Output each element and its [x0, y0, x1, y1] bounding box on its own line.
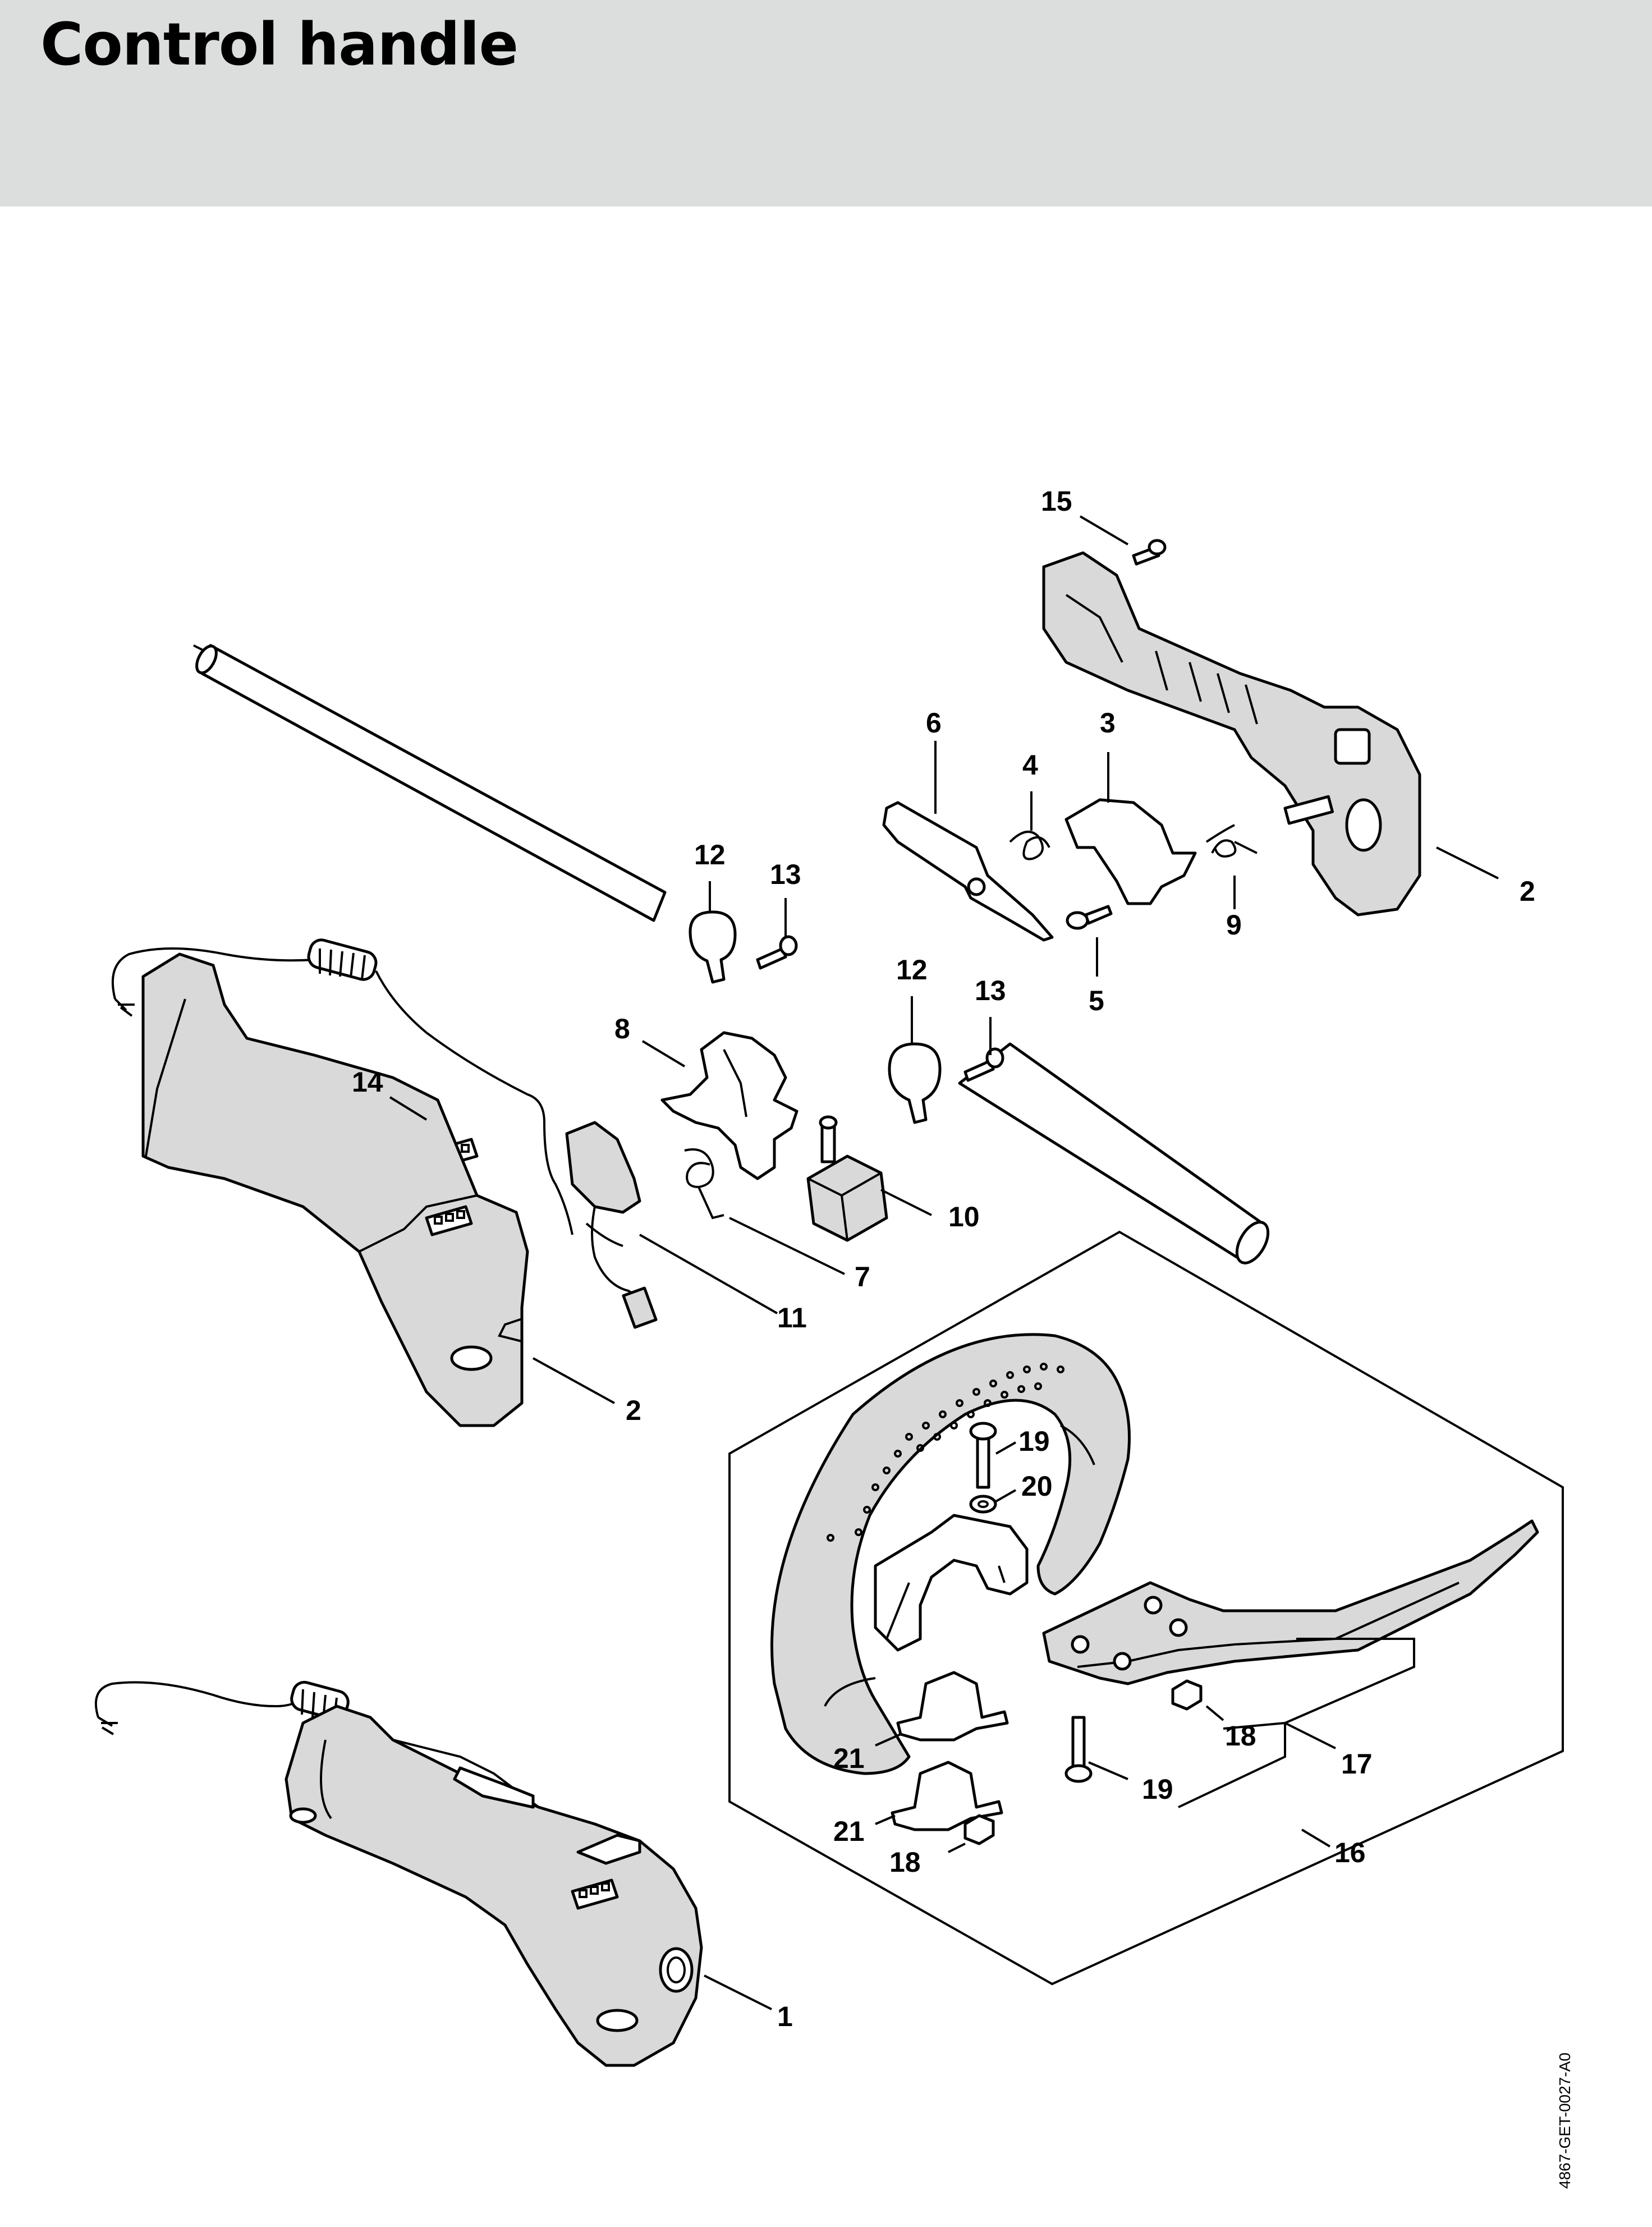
- page-header: Control handle: [0, 0, 1652, 207]
- callout-10: 10: [948, 1201, 980, 1232]
- shaft-tube-part: [193, 644, 667, 922]
- switch-lever-part: [660, 1031, 799, 1180]
- screw-13-upper-part: [756, 935, 798, 970]
- callout-15: 15: [1041, 485, 1072, 517]
- nut-18-lower-part: [963, 1814, 995, 1845]
- washer-20-part: [969, 1495, 997, 1514]
- callout-13-lower: 13: [975, 975, 1006, 1006]
- wiring-harness-part: [111, 938, 658, 1329]
- callout-19-upper: 19: [1018, 1426, 1050, 1457]
- throttle-lever-part: [882, 801, 1054, 942]
- callout-13-upper: 13: [770, 859, 801, 890]
- callout-8: 8: [614, 1013, 630, 1044]
- callout-5: 5: [1089, 985, 1104, 1016]
- page-title: Control handle: [40, 10, 518, 79]
- callout-11: 11: [777, 1302, 807, 1334]
- clamp-12-lower-part: [888, 1042, 942, 1124]
- clamp-12-upper-part: [689, 910, 737, 984]
- torsion-spring-4-part: [1009, 831, 1050, 860]
- callout-21-upper: 21: [833, 1743, 865, 1774]
- callout-7: 7: [855, 1261, 870, 1293]
- callout-19-lower: 19: [1142, 1774, 1173, 1805]
- callout-2-upper: 2: [1520, 876, 1535, 907]
- handle-housing-left-part: [141, 952, 529, 1427]
- leader-lines: [389, 515, 1499, 2010]
- callout-3: 3: [1100, 707, 1116, 739]
- callout-12-upper: 12: [694, 839, 726, 870]
- callout-1: 1: [777, 2001, 793, 2032]
- return-spring-part: [684, 1148, 724, 1220]
- callout-2-lower: 2: [626, 1395, 641, 1426]
- callout-12-lower: 12: [896, 954, 928, 986]
- loop-handle-part: [770, 1333, 1131, 1775]
- callout-17: 17: [1341, 1748, 1373, 1780]
- micro-switch-part: [806, 1115, 888, 1242]
- bolt-19-lower-part: [1064, 1716, 1093, 1783]
- control-handle-assembly-part: [94, 1680, 703, 2067]
- callout-labels: 15 6 4 3 9 2 5 12 13 12 13 8 14 10 7 11 …: [352, 485, 1535, 2032]
- mounting-bracket-part: [1042, 1519, 1539, 1685]
- callout-16: 16: [1334, 1837, 1366, 1868]
- drawing-reference-code: 4867-GET-0027-A0: [1556, 2052, 1573, 2189]
- kit-box-outline: [728, 1230, 1564, 1986]
- screw-15-part: [1132, 539, 1167, 566]
- bolt-19-upper-part: [969, 1422, 997, 1489]
- torsion-spring-9-part: [1205, 824, 1258, 858]
- callout-20: 20: [1021, 1470, 1053, 1502]
- callout-6: 6: [926, 707, 942, 739]
- screw-5-part: [1066, 905, 1113, 930]
- callout-18-upper: 18: [1225, 1720, 1256, 1752]
- callout-9: 9: [1226, 909, 1242, 941]
- clamp-half-21-lower-part: [891, 1761, 1003, 1831]
- callout-21-lower: 21: [833, 1816, 865, 1847]
- callout-4: 4: [1022, 749, 1038, 781]
- interlock-lever-part: [1064, 798, 1197, 905]
- callout-14: 14: [352, 1066, 383, 1098]
- nut-18-upper-part: [1171, 1679, 1203, 1711]
- clamp-half-21-upper-part: [896, 1671, 1009, 1742]
- callout-18-lower: 18: [889, 1846, 921, 1878]
- handle-housing-half-part: [1042, 551, 1421, 917]
